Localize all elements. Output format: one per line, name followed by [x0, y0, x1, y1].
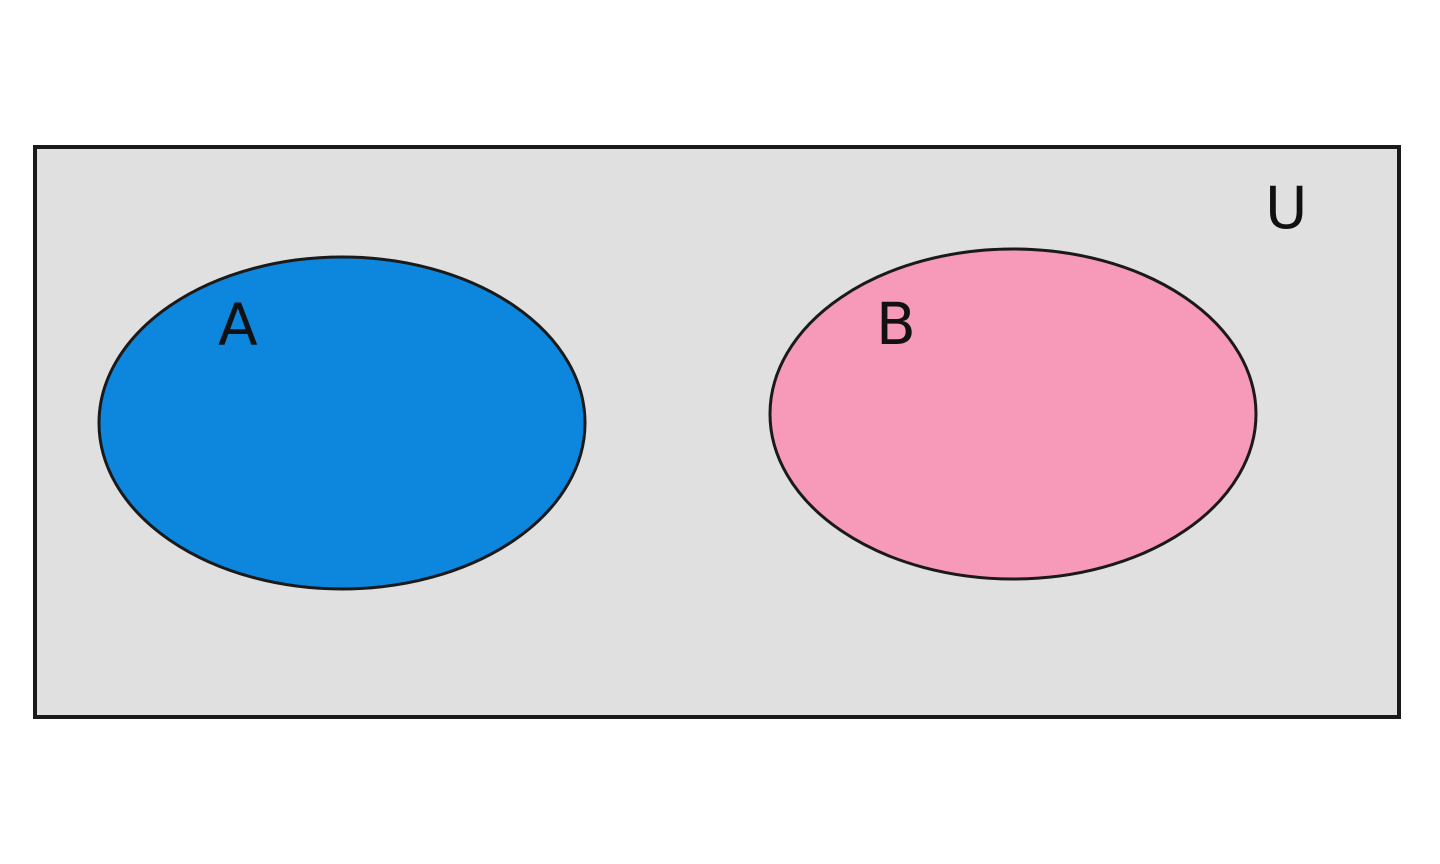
set-a-ellipse: [97, 255, 587, 591]
set-b-ellipse: [768, 247, 1258, 581]
universe-label: U: [1265, 174, 1307, 242]
set-a-label: A: [218, 291, 258, 359]
set-b-label: B: [876, 290, 916, 358]
